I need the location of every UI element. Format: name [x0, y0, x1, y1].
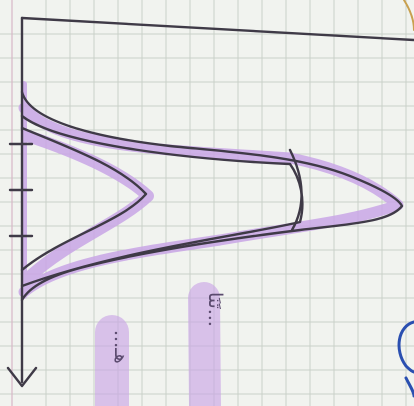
note-highlight-1	[188, 282, 221, 406]
handwritten-note-2: ...ﻫـ	[110, 330, 132, 364]
vertical-divider-curve	[288, 148, 303, 232]
blue-scribble-icon	[397, 320, 414, 374]
inner-curve	[20, 126, 148, 272]
top-axis-line	[20, 16, 414, 42]
axis-arrow	[6, 366, 38, 388]
inner-lobe-highlight	[22, 130, 154, 284]
handwritten-note-1: تَنَا...	[204, 292, 226, 327]
drawing	[6, 16, 414, 388]
